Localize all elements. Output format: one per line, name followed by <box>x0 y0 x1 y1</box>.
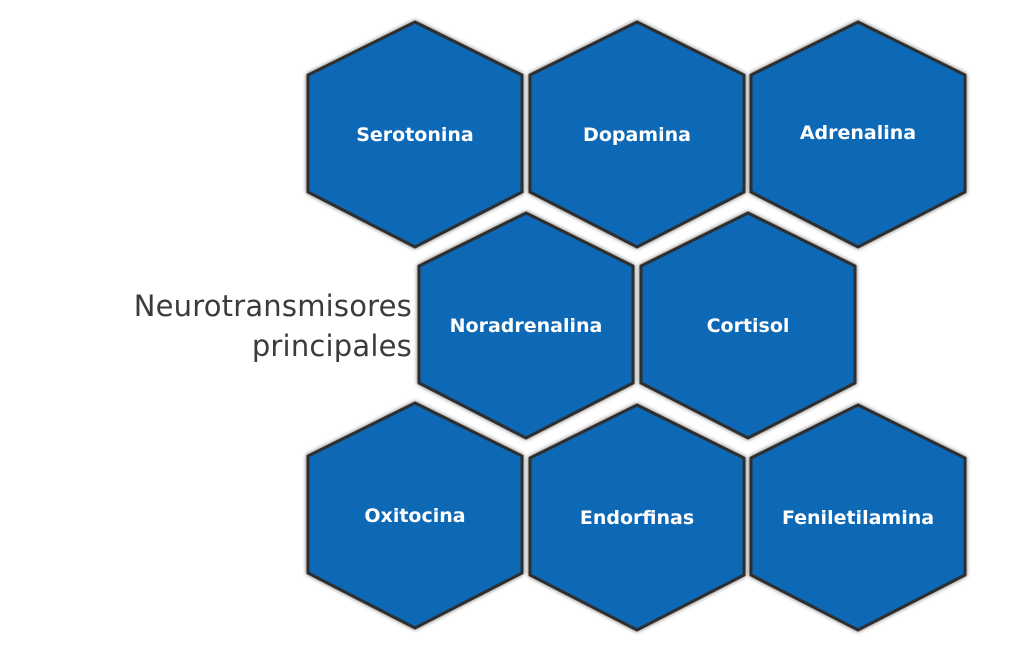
hex-label: Cortisol <box>707 315 790 337</box>
hex-label: Oxitocina <box>364 505 465 527</box>
diagram-title-line-1: Neurotransmisores <box>133 289 412 323</box>
hex-shape <box>528 403 746 632</box>
diagram-title: Neurotransmisores principales <box>40 286 412 366</box>
hex-node-dopamina: Dopamina <box>528 20 746 249</box>
hex-shape <box>639 211 857 440</box>
hex-shape <box>417 211 635 440</box>
hex-node-endorfinas: Endorfinas <box>528 403 746 632</box>
hex-node-feniletilamina: Feniletilamina <box>749 403 967 632</box>
hex-label: Dopamina <box>583 124 691 146</box>
hex-shape <box>749 403 967 632</box>
hex-node-noradrenalina: Noradrenalina <box>417 211 635 440</box>
hex-shape <box>749 20 967 249</box>
hex-label: Noradrenalina <box>450 315 603 337</box>
hex-node-serotonina: Serotonina <box>306 20 524 249</box>
hex-shape <box>306 401 524 630</box>
hex-node-oxitocina: Oxitocina <box>306 401 524 630</box>
diagram-title-line-2: principales <box>251 329 412 363</box>
hex-node-adrenalina: Adrenalina <box>749 20 967 249</box>
hex-label: Endorfinas <box>580 507 694 529</box>
hex-shape <box>306 20 524 249</box>
hex-node-cortisol: Cortisol <box>639 211 857 440</box>
hex-label: Feniletilamina <box>782 507 934 529</box>
hex-label: Serotonina <box>356 124 474 146</box>
hex-shape <box>528 20 746 249</box>
hex-label: Adrenalina <box>800 122 916 144</box>
